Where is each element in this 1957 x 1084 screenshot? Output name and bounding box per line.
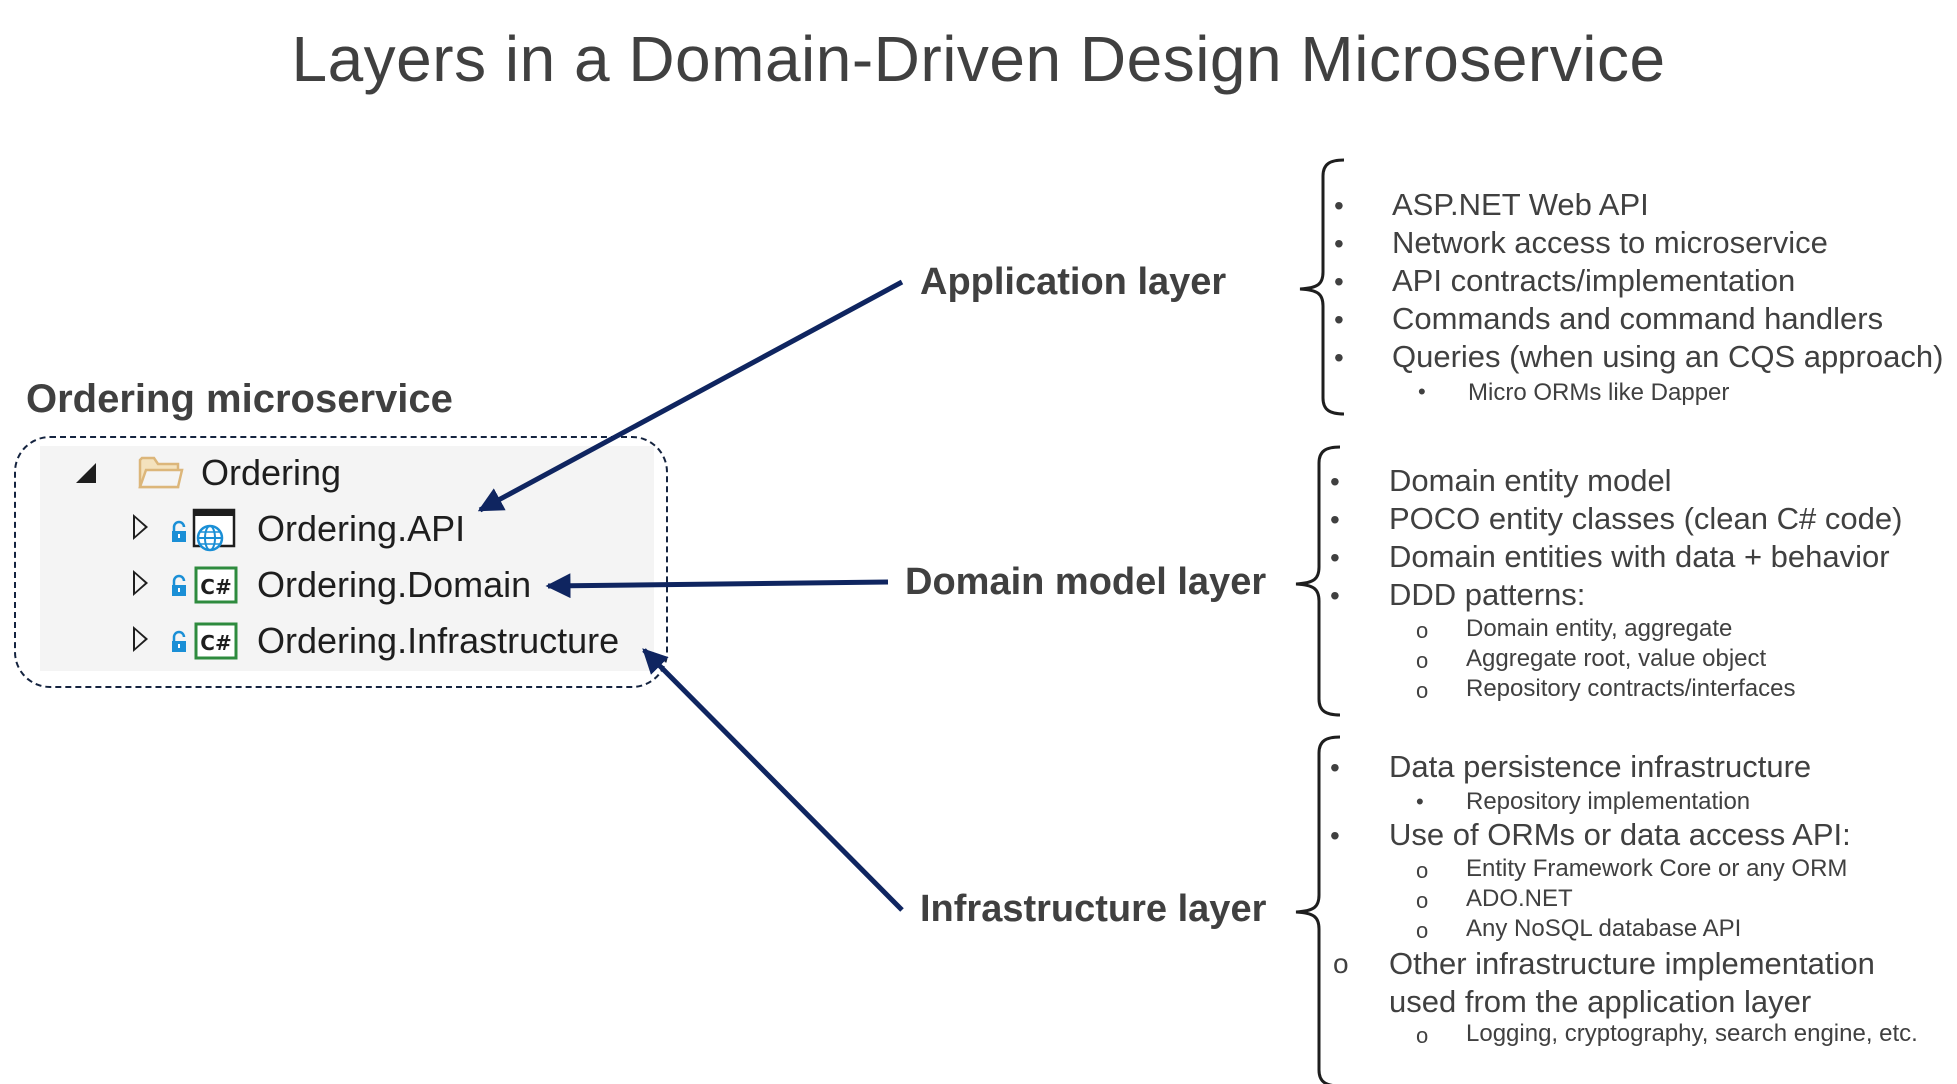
tree-item-ordering[interactable]: Ordering bbox=[201, 452, 342, 493]
expanded-arrow-icon[interactable] bbox=[76, 463, 96, 483]
svg-text:C#: C# bbox=[200, 575, 231, 599]
circle-marker: o bbox=[1416, 618, 1429, 643]
bullet-marker: • bbox=[1330, 580, 1340, 611]
list-item: Other infrastructure implementation bbox=[1389, 946, 1875, 981]
tree-item-ordering-infrastructure[interactable]: Ordering.Infrastructure bbox=[257, 620, 620, 661]
list-item: Domain entity model bbox=[1389, 463, 1672, 498]
domain-layer-label: Domain model layer bbox=[905, 561, 1267, 603]
lock-icon bbox=[172, 520, 186, 542]
collapsed-arrow-icon[interactable] bbox=[133, 514, 148, 540]
list-item: Network access to microservice bbox=[1392, 225, 1828, 260]
bullet-marker: • bbox=[1334, 228, 1344, 259]
circle-marker: o bbox=[1333, 948, 1349, 979]
infrastructure-arrow bbox=[642, 648, 904, 912]
lock-icon bbox=[172, 574, 186, 596]
list-item: DDD patterns: bbox=[1389, 577, 1586, 612]
bullet-marker: • bbox=[1418, 379, 1426, 404]
list-subitem: Micro ORMs like Dapper bbox=[1468, 379, 1730, 406]
circle-marker: o bbox=[1416, 648, 1429, 673]
folder-icon bbox=[138, 456, 184, 489]
list-item: Commands and command handlers bbox=[1392, 301, 1884, 336]
bullet-marker: • bbox=[1330, 542, 1340, 573]
bullet-marker: • bbox=[1416, 789, 1424, 814]
application-arrow bbox=[477, 279, 904, 513]
list-item: POCO entity classes (clean C# code) bbox=[1389, 501, 1903, 536]
bullet-marker: • bbox=[1334, 342, 1344, 373]
list-item: Use of ORMs or data access API: bbox=[1389, 817, 1851, 852]
csharp-project-icon: C# bbox=[194, 566, 238, 604]
svg-text:C#: C# bbox=[200, 631, 231, 655]
list-item: Domain entities with data + behavior bbox=[1389, 539, 1890, 574]
brace-domain bbox=[1295, 445, 1341, 717]
lock-icon bbox=[172, 630, 186, 652]
circle-marker: o bbox=[1416, 888, 1429, 913]
bullet-marker: • bbox=[1330, 466, 1340, 497]
list-subitem: ADO.NET bbox=[1466, 885, 1573, 912]
microservice-boundary bbox=[14, 436, 668, 688]
bullet-marker: • bbox=[1330, 820, 1340, 851]
list-subitem: Repository contracts/interfaces bbox=[1466, 675, 1796, 702]
bullet-marker: • bbox=[1330, 752, 1340, 783]
circle-marker: o bbox=[1416, 1023, 1429, 1048]
circle-marker: o bbox=[1416, 918, 1429, 943]
circle-marker: o bbox=[1416, 858, 1429, 883]
bullet-marker: • bbox=[1334, 304, 1344, 335]
list-item: API contracts/implementation bbox=[1392, 263, 1796, 298]
bullet-marker: • bbox=[1330, 504, 1340, 535]
list-subitem: Repository implementation bbox=[1466, 788, 1751, 815]
csharp-project-icon: C# bbox=[194, 622, 238, 660]
domain-arrow bbox=[545, 573, 889, 599]
circle-marker: o bbox=[1416, 678, 1429, 703]
list-subitem: Any NoSQL database API bbox=[1466, 915, 1742, 942]
tree-item-ordering-domain[interactable]: Ordering.Domain bbox=[257, 564, 532, 605]
list-item: ASP.NET Web API bbox=[1392, 187, 1649, 222]
list-subitem: Logging, cryptography, search engine, et… bbox=[1466, 1020, 1918, 1047]
web-project-icon bbox=[192, 508, 236, 552]
bullet-marker: • bbox=[1334, 190, 1344, 221]
list-item: Data persistence infrastructure bbox=[1389, 749, 1812, 784]
list-subitem: Entity Framework Core or any ORM bbox=[1466, 855, 1848, 882]
page-title: Layers in a Domain-Driven Design Microse… bbox=[291, 23, 1666, 95]
infrastructure-layer-label: Infrastructure layer bbox=[920, 888, 1267, 930]
brace-infrastructure bbox=[1295, 735, 1341, 1084]
list-item: Queries (when using an CQS approach) bbox=[1392, 339, 1944, 374]
bullet-marker: • bbox=[1334, 266, 1344, 297]
list-subitem: Aggregate root, value object bbox=[1466, 645, 1767, 672]
application-layer-label: Application layer bbox=[920, 261, 1227, 303]
brace-application bbox=[1299, 158, 1345, 416]
list-item-continuation: used from the application layer bbox=[1389, 984, 1812, 1019]
microservice-title: Ordering microservice bbox=[26, 377, 453, 421]
collapsed-arrow-icon[interactable] bbox=[133, 570, 148, 596]
tree-item-ordering-api[interactable]: Ordering.API bbox=[257, 508, 466, 549]
list-subitem: Domain entity, aggregate bbox=[1466, 615, 1733, 642]
collapsed-arrow-icon[interactable] bbox=[133, 626, 148, 652]
